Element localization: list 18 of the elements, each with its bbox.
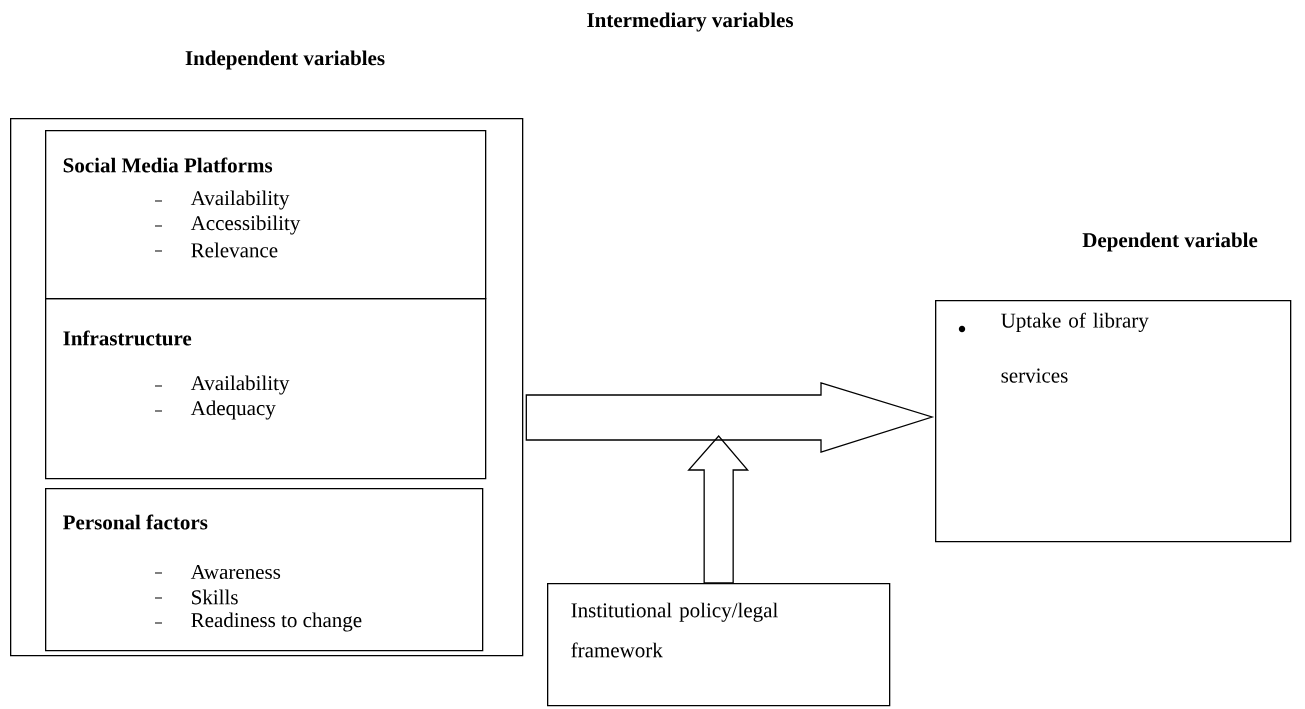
bullet-item: Uptake of library services: [958, 312, 1149, 383]
list-item: Relevance: [154, 242, 278, 258]
heading: Intermediary variables: [587, 12, 794, 32]
box-text: Institutional policy/legal framework: [571, 602, 778, 658]
list-item: Awareness: [154, 564, 281, 580]
heading: Dependent variable: [1082, 232, 1258, 252]
heading: Personal factors: [63, 514, 208, 530]
list-item: Availability: [154, 190, 290, 210]
block-arrow: [525, 382, 935, 453]
list-item: Skills: [154, 589, 238, 605]
heading: Independent variables: [185, 50, 385, 70]
heading: Social Media Platforms: [63, 157, 273, 173]
list-item: Adequacy: [154, 400, 276, 420]
block-arrow: [687, 435, 750, 584]
list-item: Accessibility: [154, 215, 301, 235]
list-item: Readiness to change: [154, 612, 362, 632]
heading: Infrastructure: [63, 330, 192, 346]
list-item: Availability: [154, 375, 290, 395]
